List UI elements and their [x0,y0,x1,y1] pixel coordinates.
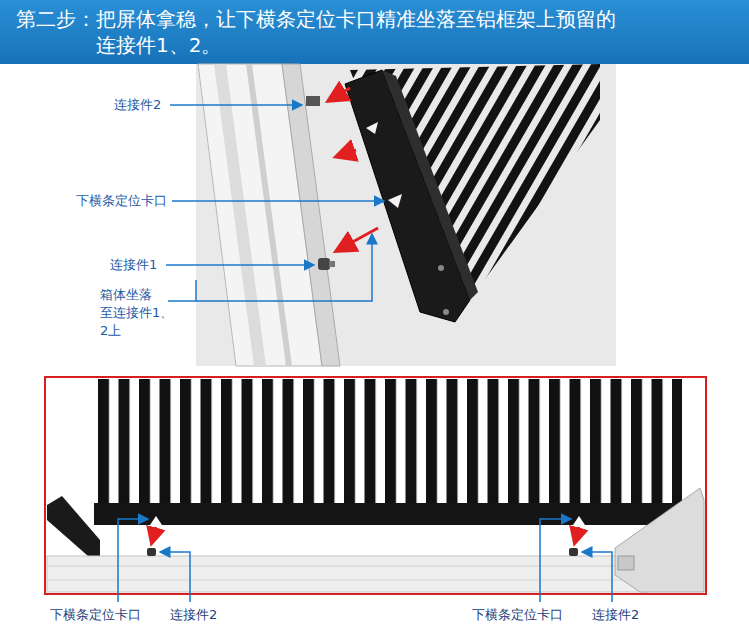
part-label: 连接件2 [114,96,161,114]
part-label: 下横条定位卡口 [76,192,167,210]
part-label: 连接件2 [592,606,639,624]
part-label: 箱体坐落 至连接件1、2上 [100,286,162,340]
part-label: 下横条定位卡口 [472,606,563,624]
part-label: 下横条定位卡口 [50,606,141,624]
title: 第二步：把屏体拿稳，让下横条定位卡口精准坐落至铝框架上预留的 连接件1、2。 [16,6,626,58]
part-label: 连接件1 [110,256,157,274]
part-label: 连接件2 [170,606,217,624]
